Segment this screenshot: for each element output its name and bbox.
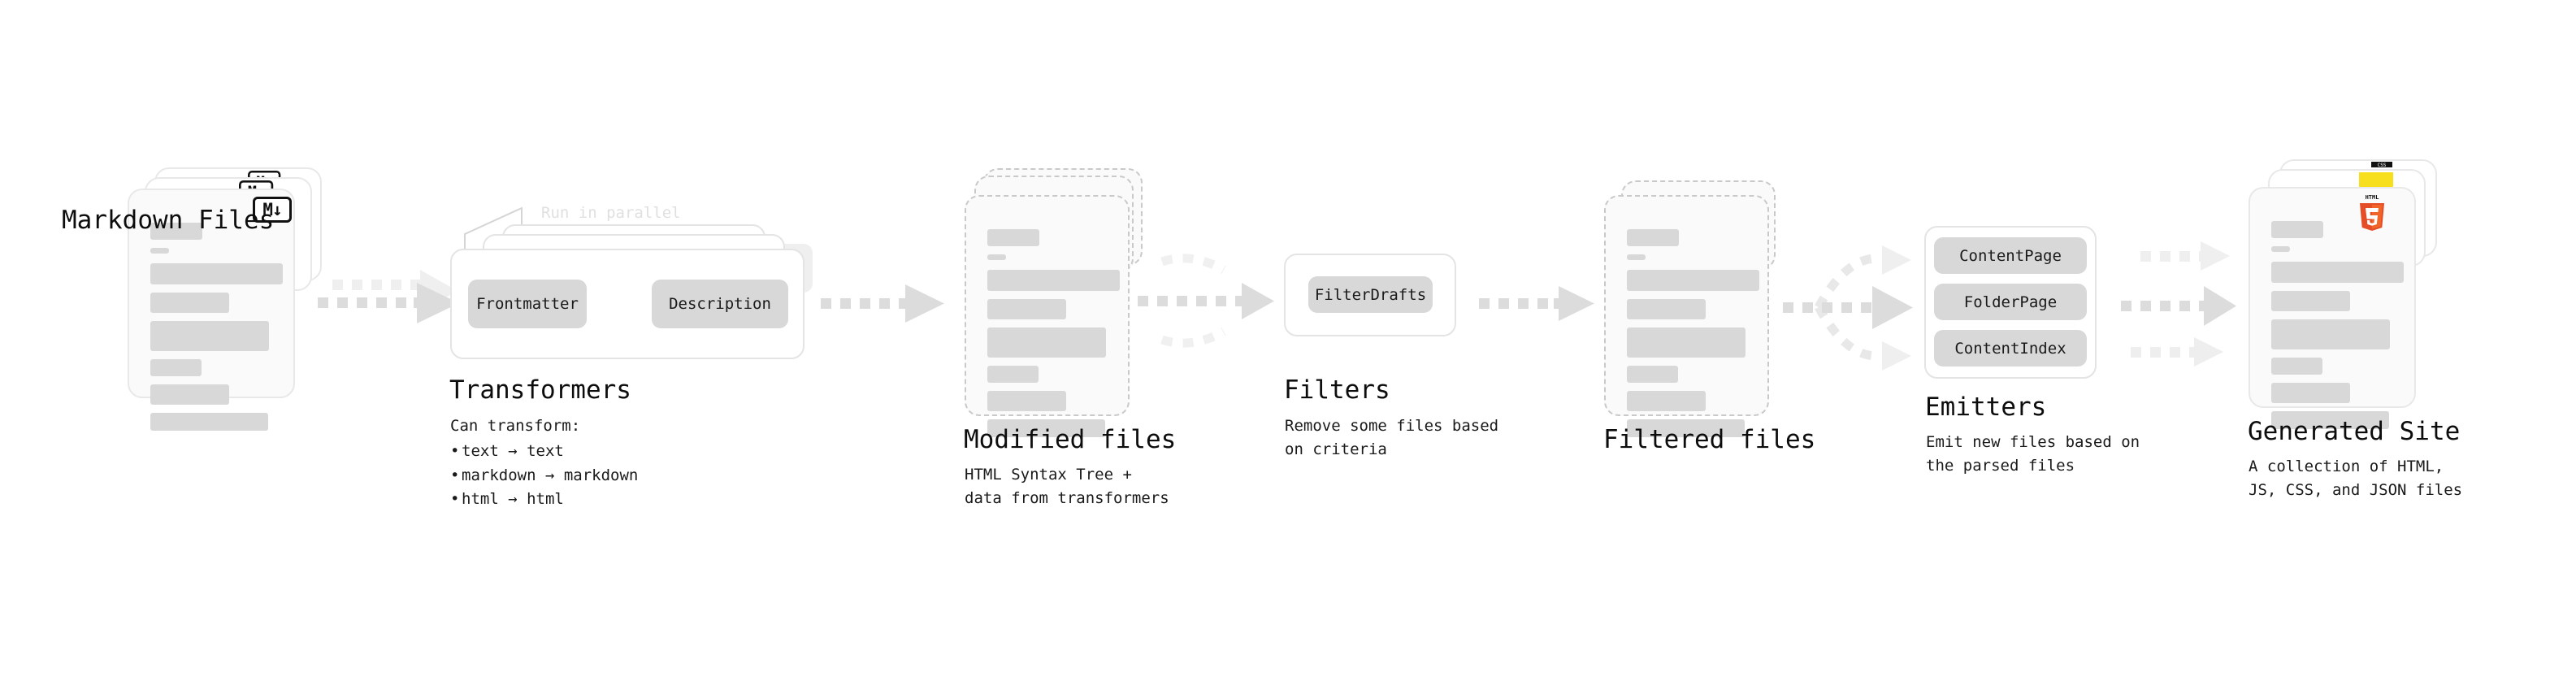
transformer-chip-frontmatter[interactable]: Frontmatter bbox=[468, 280, 587, 328]
emitters-heading: Emitters bbox=[1925, 393, 2047, 422]
emitter-chip-contentindex-label: ContentIndex bbox=[1954, 339, 2066, 358]
transformers-bullet-item: html → html bbox=[450, 488, 638, 512]
markdown-icon-front: M↓ bbox=[253, 197, 292, 223]
emitter-chip-folderpage[interactable]: FolderPage bbox=[1934, 284, 2087, 320]
emitter-chip-contentpage-label: ContentPage bbox=[1959, 246, 2062, 265]
filters-heading: Filters bbox=[1284, 375, 1390, 405]
arrow-filtered-to-emitters bbox=[1783, 245, 1913, 371]
generated-site-caption: A collection of HTML, JS, CSS, and JSON … bbox=[2249, 458, 2463, 499]
emitters-caption: Emit new files based on the parsed files bbox=[1926, 433, 2140, 475]
filtered-skeleton-bars bbox=[1627, 229, 1759, 445]
generated-card-front bbox=[2249, 187, 2416, 429]
filter-chip-filterdrafts-label: FilterDrafts bbox=[1314, 285, 1427, 304]
svg-text:HTML: HTML bbox=[2366, 194, 2379, 201]
modified-files-heading: Modified files bbox=[964, 425, 1177, 454]
emitter-chip-contentindex[interactable]: ContentIndex bbox=[1934, 330, 2087, 367]
arrow-markdown-to-transformers bbox=[318, 270, 459, 323]
emitter-chip-contentpage[interactable]: ContentPage bbox=[1934, 237, 2087, 274]
markdown-card-front bbox=[128, 189, 295, 431]
transformer-chip-description[interactable]: Description bbox=[652, 280, 788, 328]
transformers-bullets: Can transform: text → text markdown → ma… bbox=[450, 414, 638, 512]
filters-caption: Remove some files based on criteria bbox=[1285, 417, 1499, 458]
transformer-chip-frontmatter-label: Frontmatter bbox=[476, 295, 579, 313]
generated-site-heading: Generated Site bbox=[2248, 417, 2461, 446]
arrow-transformers-to-modified bbox=[821, 284, 944, 323]
transformers-heading: Transformers bbox=[449, 375, 631, 405]
transformers-bullet-item: text → text bbox=[450, 440, 638, 464]
filter-chip-filterdrafts[interactable]: FilterDrafts bbox=[1308, 276, 1433, 313]
transformers-bullet-item: markdown → markdown bbox=[450, 464, 638, 488]
filtered-card-front bbox=[1604, 195, 1769, 437]
modified-card-front bbox=[965, 195, 1130, 437]
generated-skeleton-bars bbox=[2271, 221, 2404, 437]
arrow-modified-to-filters bbox=[1138, 254, 1274, 348]
markdown-files-heading: Markdown Files bbox=[62, 206, 275, 235]
html5-icon: HTML bbox=[2355, 192, 2389, 232]
transformers-bullets-lead: Can transform: bbox=[450, 417, 581, 435]
arrow-emitters-to-site bbox=[2121, 241, 2236, 367]
emitter-chip-folderpage-label: FolderPage bbox=[1963, 293, 2058, 311]
run-in-parallel-label: Run in parallel bbox=[541, 204, 681, 222]
js-icon bbox=[2359, 172, 2393, 189]
transformer-chip-description-label: Description bbox=[669, 295, 771, 313]
filtered-files-heading: Filtered files bbox=[1603, 425, 1816, 454]
svg-text:CSS: CSS bbox=[2378, 163, 2387, 168]
modified-skeleton-bars bbox=[987, 229, 1120, 445]
arrow-filters-to-filtered bbox=[1479, 286, 1594, 321]
markdown-skeleton-bars bbox=[150, 223, 283, 439]
modified-files-caption: HTML Syntax Tree + data from transformer… bbox=[965, 466, 1169, 507]
